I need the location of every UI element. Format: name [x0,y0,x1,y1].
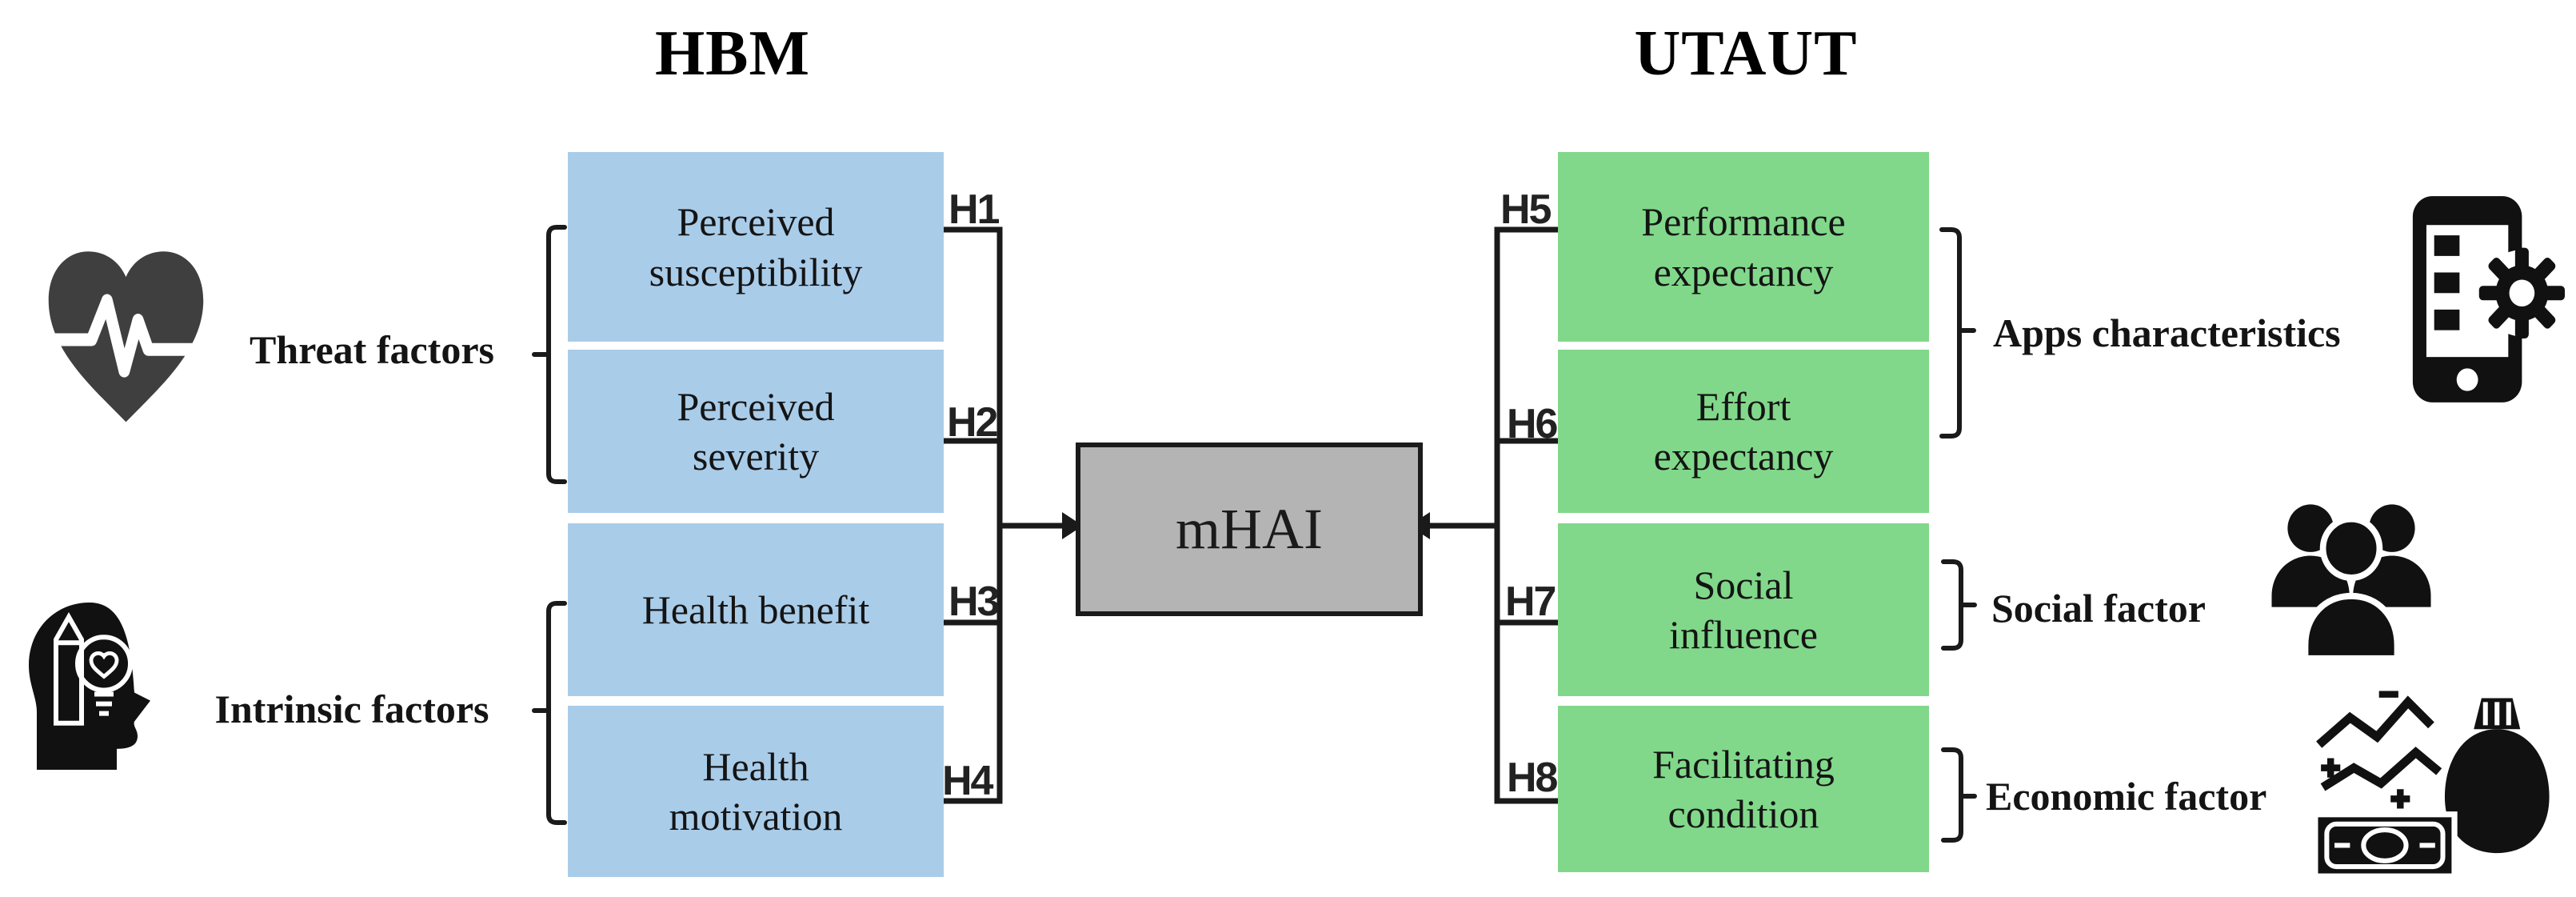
pencil-icon [54,612,84,726]
economy-icon [2312,691,2550,879]
money-bag-icon [2444,698,2550,854]
box-label-line: expectancy [1653,434,1834,479]
mhai-outcome-box: mHAI [1076,442,1423,616]
box-label-line: Effort [1695,383,1791,429]
construct-box-effort-expectancy: Effort expectancy [1558,350,1929,513]
box-label-line: Perceived [677,199,835,244]
smartphone-gear-icon [2412,196,2565,402]
construct-box-perceived-severity: Perceived severity [568,350,944,513]
construct-box-health-benefit: Health benefit [568,523,944,696]
social-factor-label: Social factor [1991,586,2206,631]
hypothesis-label-h6: H6 [1507,401,1559,447]
trend-chart-icon [2316,691,2442,809]
gear-icon [2478,247,2565,338]
hbm-model-title: HBM [654,18,811,89]
construct-box-health-motivation: Health motivation [568,706,944,877]
construct-box-social-influence: Social influence [1558,523,1929,696]
hypothesis-label-h5: H5 [1500,186,1552,233]
hypothesis-label-h4: H4 [942,758,994,804]
utaut-model-title: UTAUT [1634,18,1858,89]
head-idea-icon [29,603,150,770]
box-label-line: Health benefit [641,587,870,632]
hypothesis-label-h7: H7 [1505,579,1557,625]
box-label-line: Perceived [677,383,835,429]
box-label-line: susceptibility [649,249,863,294]
heart-pulse-icon [45,251,207,422]
mhai-label: mHAI [1176,497,1323,561]
intrinsic-factors-label: Intrinsic factors [214,687,489,731]
people-group-icon [2271,504,2431,662]
box-label-line: severity [692,434,820,479]
box-label-line: Facilitating [1652,741,1835,787]
box-label-line: Health [702,743,809,789]
box-label-line: condition [1667,791,1819,836]
construct-box-perceived-susceptibility: Perceived susceptibility [568,152,944,342]
apps-characteristics-bracket [1939,227,1976,438]
intrinsic-factors-bracket [532,601,567,825]
box-label-line: expectancy [1653,249,1834,294]
box-label-line: influence [1668,612,1818,657]
apps-characteristics-label: Apps characteristics [1993,310,2341,355]
hypothesis-label-h2: H2 [947,399,999,446]
social-factor-bracket [1941,559,1977,651]
threat-factors-label: Threat factors [250,327,494,372]
hypothesis-label-h3: H3 [949,579,1000,625]
hypothesis-label-h8: H8 [1507,755,1559,801]
economic-factor-label: Economic factor [1986,774,2267,819]
banknote-icon [2312,811,2458,879]
threat-factors-bracket [532,225,567,484]
box-label-line: Performance [1641,199,1846,244]
construct-box-performance-expectancy: Performance expectancy [1558,152,1929,342]
box-label-line: Social [1693,562,1794,607]
hypothesis-label-h1: H1 [949,186,1000,233]
box-label-line: motivation [669,794,843,839]
economic-factor-bracket [1941,747,1977,843]
lightbulb-icon [75,635,133,693]
